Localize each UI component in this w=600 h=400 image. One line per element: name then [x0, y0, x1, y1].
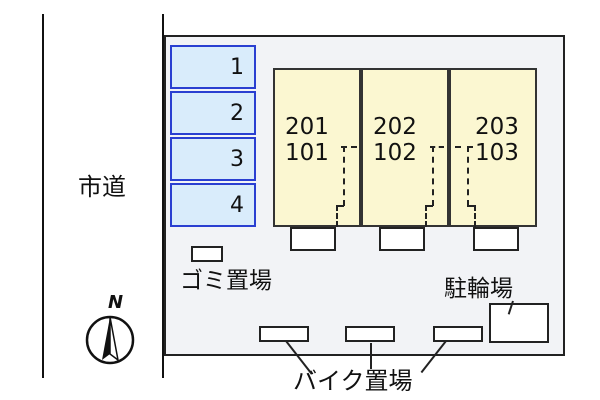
unit-number-upper: 202 [373, 114, 417, 140]
garbage-area-marker [191, 246, 223, 262]
bicycle-parking-marker [489, 303, 549, 343]
stair-dashed-line [336, 205, 344, 207]
road-edge-right [162, 14, 164, 378]
stair-dashed-line [425, 205, 433, 207]
unit-number-lower: 103 [475, 140, 519, 166]
compass-north-label: N [108, 292, 124, 313]
parking-space-1[interactable]: 1 [170, 45, 256, 89]
road-label: 市道 [78, 173, 126, 201]
stair-dashed-line [430, 146, 444, 148]
stair-dashed-line [336, 205, 338, 227]
parking-space-4[interactable]: 4 [170, 183, 256, 227]
stair-dashed-line [343, 146, 345, 206]
stair-dashed-line [467, 205, 475, 207]
parking-space-number: 4 [230, 192, 244, 218]
entrance-porch [290, 227, 336, 251]
garbage-area-label: ゴミ置場 [180, 268, 272, 294]
parking-space-number: 1 [230, 54, 244, 80]
stair-dashed-line [341, 146, 357, 148]
entrance-porch [379, 227, 425, 251]
stair-dashed-line [467, 146, 469, 206]
parking-space-2[interactable]: 2 [170, 91, 256, 135]
bike-parking-slot [259, 326, 309, 342]
bicycle-parking-label: 駐輪場 [444, 276, 513, 302]
unit-number-upper: 203 [475, 114, 519, 140]
stair-dashed-line [425, 205, 427, 227]
parking-space-number: 2 [230, 100, 244, 126]
stair-dashed-line [432, 146, 434, 206]
parking-space-number: 3 [230, 146, 244, 172]
bike-leader-line [370, 343, 372, 369]
compass-icon [85, 315, 135, 365]
road-edge-left [42, 14, 44, 378]
entrance-porch [473, 227, 519, 251]
stair-dashed-line [455, 146, 473, 148]
parking-space-3[interactable]: 3 [170, 137, 256, 181]
stair-dashed-line [474, 205, 476, 227]
unit-number-lower: 102 [373, 140, 417, 166]
building-unit-201-101[interactable]: 201 101 [273, 68, 361, 227]
bike-parking-slot [433, 326, 483, 342]
bike-parking-slot [345, 326, 395, 342]
unit-number-upper: 201 [285, 114, 329, 140]
unit-number-lower: 101 [285, 140, 329, 166]
bike-parking-label: バイク置場 [293, 367, 413, 395]
